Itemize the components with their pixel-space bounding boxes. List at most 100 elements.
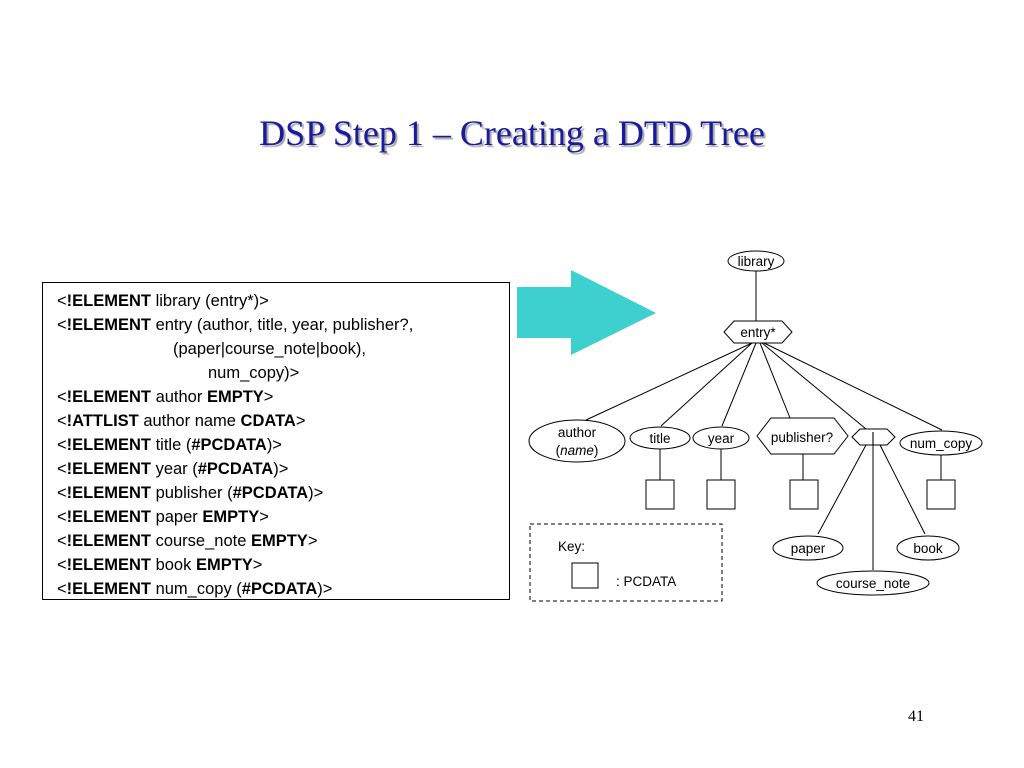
- node-course-note: [816, 570, 930, 596]
- tree-edges: [585, 270, 943, 570]
- dtd-text: author name: [138, 412, 241, 430]
- dtd-keyword: !ELEMENT: [66, 460, 151, 478]
- edge-entry-author: [585, 342, 753, 421]
- dtd-line: num_copy)>: [57, 361, 509, 385]
- dtd-text: title (: [150, 436, 192, 454]
- dtd-code-box: <!ELEMENT library (entry*)><!ELEMENT ent…: [42, 282, 510, 600]
- dtd-text: <: [57, 580, 67, 598]
- node-choice: [851, 428, 896, 446]
- dtd-text: )>: [266, 436, 282, 454]
- dtd-line: <!ELEMENT title (#PCDATA)>: [57, 433, 509, 457]
- node-entry-label: entry*: [740, 325, 776, 340]
- node-book-label: book: [913, 541, 943, 556]
- dtd-text: <: [57, 436, 67, 454]
- dtd-text: <: [57, 508, 67, 526]
- dtd-line: <!ELEMENT year (#PCDATA)>: [57, 457, 509, 481]
- dtd-line: <!ELEMENT entry (author, title, year, pu…: [57, 313, 509, 337]
- page-number: 41: [908, 708, 924, 725]
- dtd-text: >: [252, 556, 263, 574]
- key-pcdata-square: [571, 562, 599, 589]
- node-publisher-label: publisher?: [771, 430, 833, 445]
- dtd-text: >: [307, 532, 318, 550]
- dtd-keyword: #PCDATA: [232, 484, 309, 502]
- dtd-keyword: EMPTY: [250, 532, 308, 550]
- slide-title: DSP Step 1 – Creating a DTD Tree: [259, 113, 765, 153]
- dtd-text: )>: [308, 484, 324, 502]
- pcdata-leaf-publisher: [789, 479, 819, 510]
- node-year-label: year: [708, 431, 735, 446]
- node-course-note-label: course_note: [836, 576, 910, 591]
- node-title-label: title: [649, 431, 670, 446]
- dtd-text: <: [57, 292, 67, 310]
- dtd-keyword: #PCDATA: [191, 436, 267, 454]
- dtd-keyword: CDATA: [240, 412, 296, 430]
- node-book: [896, 535, 960, 561]
- node-paper-label: paper: [791, 541, 826, 556]
- dtd-text: )>: [317, 580, 333, 598]
- dtd-keyword: !ELEMENT: [66, 484, 151, 502]
- dtd-keyword: EMPTY: [206, 388, 264, 406]
- dtd-text: num_copy)>: [208, 364, 300, 382]
- dtd-text: >: [295, 412, 306, 430]
- dtd-text: author: [150, 388, 207, 406]
- node-library: [727, 250, 785, 272]
- dtd-keyword: #PCDATA: [241, 580, 318, 598]
- node-author-label: author: [558, 425, 597, 440]
- dtd-text: >: [263, 388, 274, 406]
- node-year: [692, 426, 750, 450]
- right-arrow-icon: [517, 270, 656, 355]
- dtd-keyword: EMPTY: [195, 556, 253, 574]
- dtd-keyword: !ELEMENT: [66, 316, 151, 334]
- node-choice-label: |: [871, 430, 875, 445]
- dtd-keyword: !ELEMENT: [66, 580, 151, 598]
- dtd-keyword: !ATTLIST: [66, 412, 139, 430]
- dtd-text: library (entry*)>: [150, 292, 269, 310]
- dtd-text: <: [57, 412, 67, 430]
- pcdata-leaf-year: [706, 479, 736, 510]
- node-author-attr: (name): [556, 443, 599, 458]
- node-library-label: library: [738, 254, 775, 269]
- dtd-line: <!ATTLIST author name CDATA>: [57, 409, 509, 433]
- dtd-line: <!ELEMENT paper EMPTY>: [57, 505, 509, 529]
- dtd-text: year (: [150, 460, 198, 478]
- dtd-text: <: [57, 316, 67, 334]
- dtd-keyword: #PCDATA: [197, 460, 274, 478]
- dtd-text: <: [57, 484, 67, 502]
- edge-entry-publisher: [759, 342, 791, 419]
- dtd-keyword: !ELEMENT: [66, 292, 151, 310]
- dtd-text: <: [57, 460, 67, 478]
- dtd-keyword: !ELEMENT: [66, 436, 151, 454]
- dtd-text: paper: [150, 508, 203, 526]
- node-title: [629, 426, 691, 450]
- dtd-keyword: EMPTY: [202, 508, 260, 526]
- node-num-copy-label: num_copy: [910, 436, 973, 451]
- dtd-line: <!ELEMENT author EMPTY>: [57, 385, 509, 409]
- dtd-text: (paper|course_note|book),: [173, 340, 366, 358]
- dtd-keyword: !ELEMENT: [66, 556, 151, 574]
- dtd-keyword: !ELEMENT: [66, 532, 151, 550]
- dtd-text: )>: [273, 460, 289, 478]
- dtd-text: >: [259, 508, 269, 526]
- dtd-keyword: !ELEMENT: [66, 508, 151, 526]
- pcdata-leaf-num-copy: [926, 479, 956, 510]
- dtd-line: <!ELEMENT publisher (#PCDATA)>: [57, 481, 509, 505]
- dtd-text: num_copy (: [150, 580, 242, 598]
- dtd-line: <!ELEMENT book EMPTY>: [57, 553, 509, 577]
- node-num-copy: [899, 430, 983, 456]
- node-author: [528, 419, 626, 463]
- edge-entry-choice: [761, 342, 867, 430]
- dtd-text: publisher (: [150, 484, 233, 502]
- dtd-text: <: [57, 388, 67, 406]
- dtd-text: <: [57, 556, 67, 574]
- edge-entry-numcopy: [763, 342, 943, 431]
- dtd-keyword: !ELEMENT: [66, 388, 151, 406]
- key-box: [529, 523, 723, 602]
- node-publisher: [756, 417, 849, 455]
- edge-entry-title: [660, 342, 753, 427]
- dtd-line: <!ELEMENT num_copy (#PCDATA)>: [57, 577, 509, 601]
- dtd-text: course_note: [150, 532, 251, 550]
- edge-choice-paper: [817, 444, 867, 535]
- key-pcdata-label: : PCDATA: [616, 574, 676, 589]
- edge-entry-year: [721, 342, 757, 427]
